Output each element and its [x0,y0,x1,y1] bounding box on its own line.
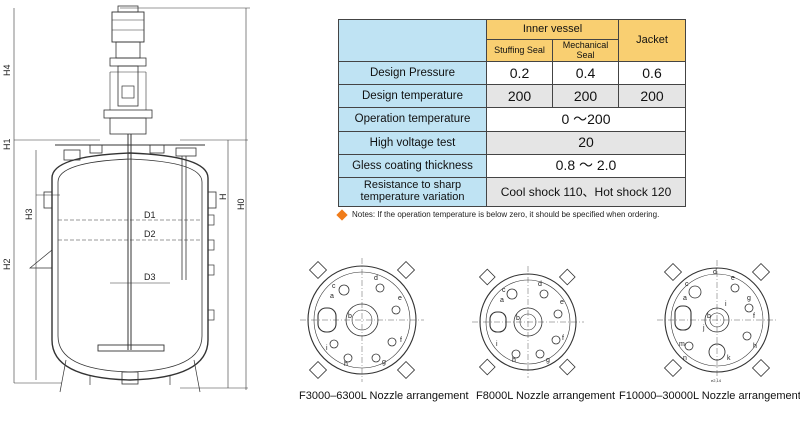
nozzle-label-a: a [500,297,504,304]
nozzle-label-a: a [330,293,334,300]
nozzle-label-m: m [679,341,685,348]
header-stuffing-seal: Stuffing Seal [486,39,553,63]
header-jacket: Jacket [618,18,686,63]
nozzle-label-i: i [725,301,727,308]
nozzle-label-g: g [747,295,751,302]
header-mechanical-seal: Mechanical Seal [552,39,619,63]
caption-f3000: F3000–6300L Nozzle arrangement [299,390,469,402]
row-label: Design Pressure [338,61,487,86]
row-label: Design temperature [338,84,487,109]
cell-stuffing: 200 [486,84,553,109]
nozzle-label-d: d [713,269,717,276]
cell-value: 0.8 ～ 2.0 [486,153,686,178]
nozzle-label-c: c [332,283,336,290]
dim-h2: H2 [2,258,12,270]
nozzle-label-i: i [496,341,498,348]
note-text: Notes: If the operation temperature is b… [352,210,660,219]
nozzle-label-g: g [382,359,386,366]
table-row: Gless coating thickness 0.8 ～ 2.0 [338,153,686,178]
nozzle-label-c: c [685,281,689,288]
reactor-elevation: H4 H1 H3 H2 H H0 D1 D2 D3 [2,5,250,393]
nozzle-label-b: b [707,313,711,320]
cell-jacket: 200 [618,84,686,109]
dim-h1: H1 [2,138,12,150]
nozzle-label-c: c [502,287,506,294]
dim-d1: D1 [144,210,156,220]
nozzle-label-i: i [326,345,328,352]
row-label: High voltage test [338,130,487,155]
nozzle-label-b: b [348,313,352,320]
nozzle-label-g: g [546,357,550,364]
diamond-bullet-icon [336,209,348,221]
nozzle-label-k: k [727,355,731,362]
table-row: High voltage test 20 [338,130,686,155]
note: Notes: If the operation temperature is b… [336,209,698,221]
spec-table: Inner vessel Jacket Stuffing Seal Mechan… [338,18,686,208]
dim-h0: H0 [236,198,246,210]
table-corner [338,18,487,63]
table-row: Operation temperature 0 ～200 [338,107,686,132]
row-label: Gless coating thickness [338,153,487,178]
cell-value: 0 ～200 [486,107,686,132]
nozzle-label-h: h [753,343,757,350]
cell-value: 20 [486,130,686,155]
cell-value: Cool shock 110、Hot shock 120 [486,176,686,208]
nozzle-label-e: e [731,275,735,282]
dim-h3: H3 [24,208,34,220]
nozzle-plan-f8000: a b c d e f g h i [472,266,584,378]
header-inner-vessel: Inner vessel [486,18,619,41]
nozzle-plan-f10000: a b c d e f g h i j k m n e2,14 [657,260,777,383]
nozzle-label-j: j [702,325,705,332]
dim-h4: H4 [2,64,12,76]
cell-mechanical: 0.4 [552,61,619,86]
nozzle-label-f: f [753,313,755,320]
nozzle-label-e: e [560,299,564,306]
nozzle-label-d: d [538,281,542,288]
cell-stuffing: 0.2 [486,61,553,86]
nozzle-label-h: h [344,361,348,368]
nozzle-label-f: f [562,335,564,342]
table-row: Design Pressure 0.2 0.4 0.6 [338,61,686,86]
dim-d3: D3 [144,272,156,282]
cell-jacket: 0.6 [618,61,686,86]
nozzle-label-a: a [683,295,687,302]
nozzle-label-h: h [512,357,516,364]
caption-f8000: F8000L Nozzle arrangement [476,390,616,402]
nozzle-label-n: n [683,355,687,362]
caption-f10000: F10000–30000L Nozzle arrangement [619,390,800,402]
row-label: Resistance to sharp temperature variatio… [338,176,487,208]
row-label: Operation temperature [338,107,487,132]
table-row: Design temperature 200 200 200 [338,84,686,109]
nozzle-plan-f3000: a b c d e f g h i [300,258,424,382]
small-mark: e2,14 [711,378,722,383]
nozzle-label-e: e [398,295,402,302]
nozzle-label-d: d [374,275,378,282]
nozzle-label-b: b [516,315,520,322]
dim-h: H [218,194,228,201]
dim-d2: D2 [144,229,156,239]
table-row: Resistance to sharp temperature variatio… [338,176,686,208]
cell-mechanical: 200 [552,84,619,109]
nozzle-label-f: f [400,337,402,344]
